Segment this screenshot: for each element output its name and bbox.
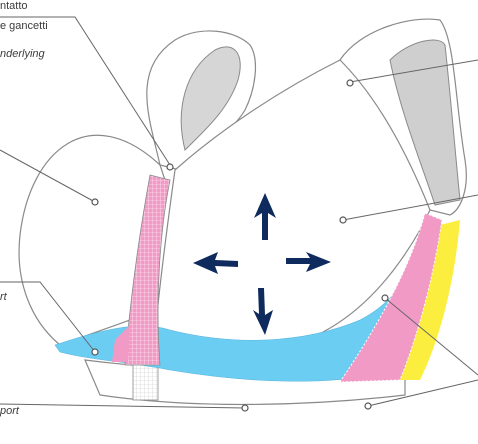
label-top-line-2: e gancetti	[0, 21, 48, 32]
label-bottom-left: port	[0, 406, 19, 417]
label-top-line-3: nderlying	[0, 49, 45, 60]
label-top-line-1: ntatto	[0, 1, 28, 12]
label-side-left-mid: rt	[0, 292, 7, 303]
